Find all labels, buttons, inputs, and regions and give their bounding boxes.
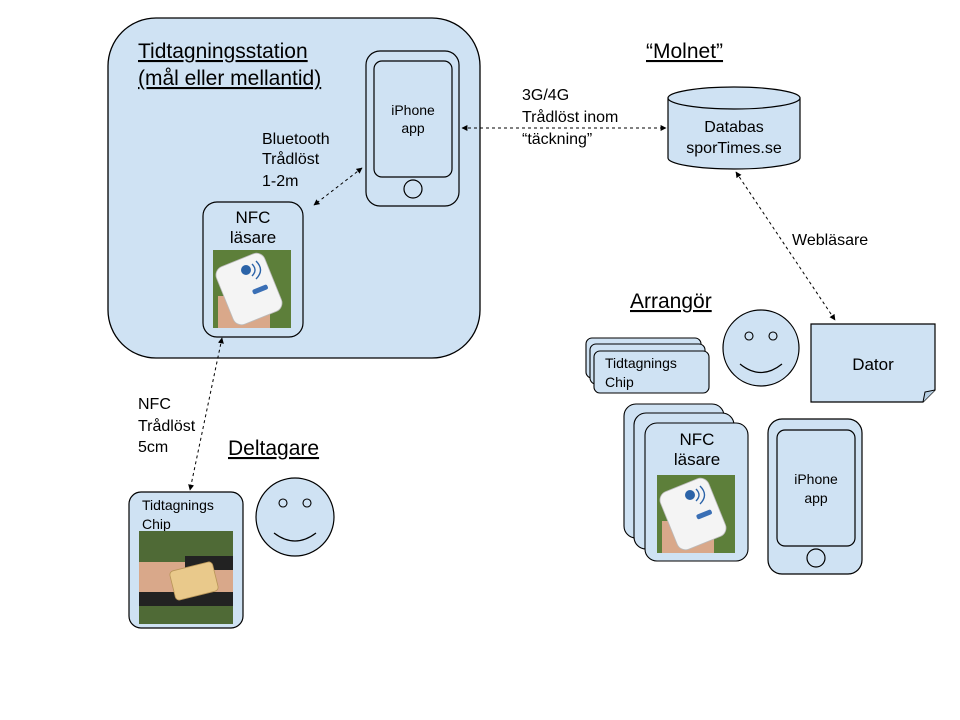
link-label-line3: “täckning” — [522, 131, 592, 148]
organizer-chip-line2: Chip — [605, 374, 634, 390]
db-line1: Databas — [704, 119, 764, 136]
organizer-phone-line1: iPhone — [794, 471, 838, 487]
wristband-chip-photo — [139, 531, 233, 624]
station-nfc-line2: läsare — [230, 228, 276, 247]
database-cylinder: Databas sporTimes.se — [667, 86, 801, 170]
participant-title: Deltagare — [228, 437, 319, 460]
nfc-reader-photo — [213, 250, 291, 328]
organizer-nfc-line2: läsare — [674, 450, 720, 469]
link-label-line1: 3G/4G — [522, 87, 569, 104]
timing-station: Tidtagningsstation (mål eller mellantid)… — [107, 17, 481, 359]
nfc-link-line1: NFC — [138, 396, 171, 413]
participant-chip-card: Tidtagnings Chip — [128, 491, 244, 629]
organizer-smiley-icon — [722, 309, 800, 387]
participant-chip-line2: Chip — [142, 516, 171, 532]
station-title-line2: (mål eller mellantid) — [138, 67, 321, 90]
station-iphone: iPhone app — [365, 50, 460, 207]
computer-label: Dator — [852, 355, 894, 374]
computer-card: Dator — [810, 323, 936, 403]
organizer-iphone: iPhone app — [767, 418, 863, 575]
nfc-link-line3: 5cm — [138, 439, 168, 456]
participant-chip-line1: Tidtagnings — [142, 497, 214, 513]
link-phone-nfc-reader — [313, 167, 363, 206]
station-phone-line2: app — [401, 120, 425, 136]
organizer-chip-line1: Tidtagnings — [605, 355, 677, 371]
organizer-nfc-line1: NFC — [680, 430, 715, 449]
bluetooth-label-line3: 1-2m — [262, 173, 298, 190]
link-label-line2: Trådlöst inom — [522, 108, 618, 126]
organizer-home-button-icon — [806, 548, 826, 568]
organizer-chip-stack: Tidtagnings Chip — [585, 337, 710, 394]
browser-label: Webläsare — [792, 232, 868, 249]
station-title-line1: Tidtagningsstation — [138, 40, 308, 63]
organizer-nfc-reader-stack: NFC läsare — [623, 403, 749, 562]
station-nfc-reader: NFC läsare — [202, 201, 304, 338]
participant-smiley-icon — [255, 477, 335, 557]
organizer-nfc-reader-photo — [657, 475, 735, 553]
link-reader-chip — [188, 337, 224, 491]
db-line2: sporTimes.se — [686, 140, 782, 157]
station-nfc-line1: NFC — [236, 208, 271, 227]
cloud-title: “Molnet” — [646, 40, 723, 63]
nfc-link-line2: Trådlöst — [138, 417, 196, 435]
organizer-title: Arrangör — [630, 290, 712, 313]
bluetooth-label-line2: Trådlöst — [262, 150, 320, 168]
station-phone-line1: iPhone — [391, 102, 435, 118]
bluetooth-label-line1: Bluetooth — [262, 131, 330, 148]
organizer-phone-line2: app — [804, 490, 828, 506]
home-button-icon — [403, 179, 423, 199]
